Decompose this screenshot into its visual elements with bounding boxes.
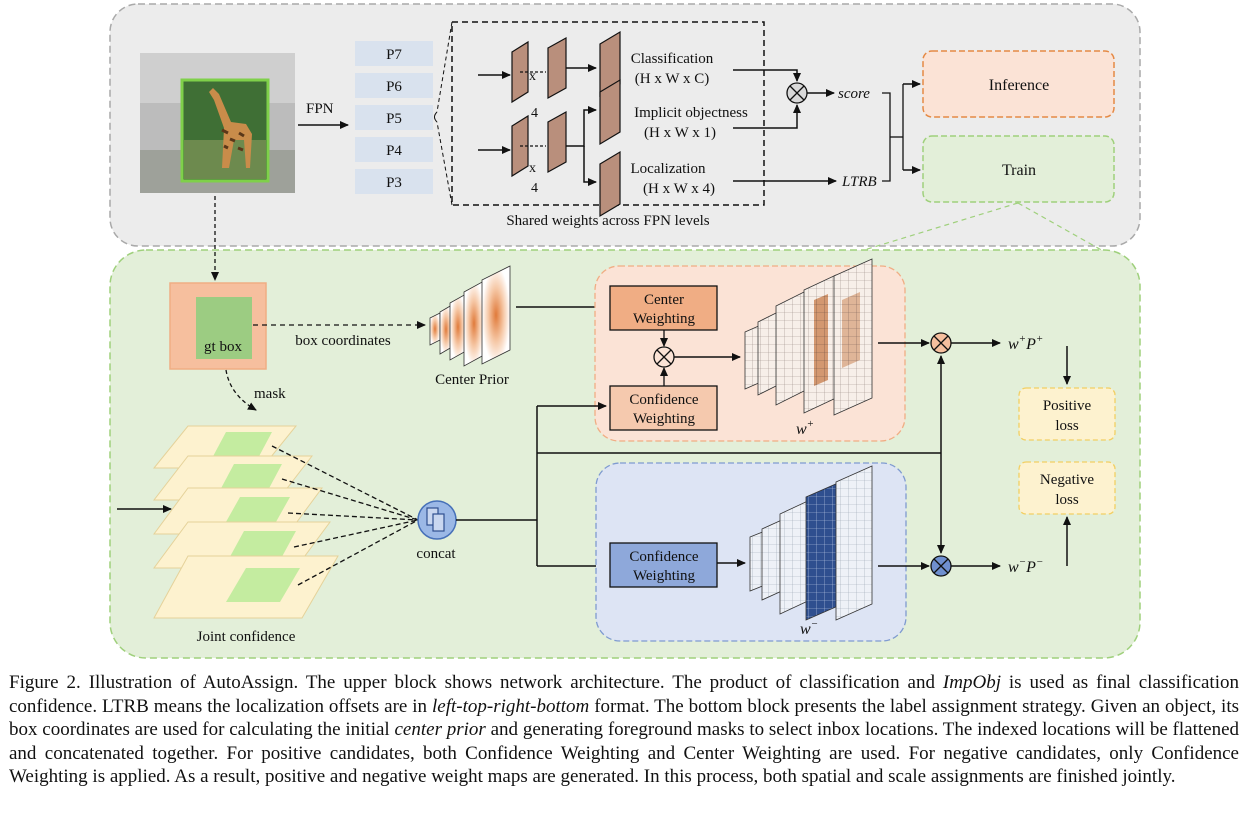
multiply-icon [930, 332, 952, 354]
fpn-level-label: P4 [386, 143, 402, 159]
gt-box-label: gt box [204, 339, 242, 355]
fpn-levels: P7 P6 P5 P4 P3 [355, 41, 433, 194]
w-minus-label: w− [800, 618, 818, 638]
joint-confidence-label: Joint confidence [197, 629, 296, 645]
joint-confidence-maps [152, 425, 339, 619]
input-image [140, 53, 295, 193]
fpn-level-label: P7 [386, 47, 402, 63]
center-prior-maps [429, 265, 511, 367]
fpn-level-label: P6 [386, 79, 402, 95]
negative-loss-box [1018, 461, 1116, 515]
fpn-level-label: P5 [386, 111, 402, 127]
inference-box [922, 50, 1115, 118]
fpn-level-label: P3 [386, 175, 402, 191]
fpn-level-box [355, 137, 433, 162]
figure-caption: Figure 2. Illustration of AutoAssign. Th… [9, 672, 1240, 788]
w-plus-label: w+ [796, 418, 814, 438]
multiply-icon [930, 555, 952, 577]
inference-label: Inference [989, 77, 1049, 94]
localization-dims: (H x W x 4) [643, 181, 715, 197]
negative-confidence-line1: Confidence [629, 549, 698, 565]
negative-confidence-line2: Weighting [633, 568, 696, 584]
box-coordinates-label: box coordinates [295, 333, 391, 349]
classification-branch: x 4 [478, 30, 621, 121]
negative-weight-maps [749, 465, 873, 621]
confidence-weighting-box [609, 385, 718, 431]
repeat-x-label: x [529, 161, 536, 176]
center-weighting-line1: Center [644, 292, 684, 308]
shared-weights-label: Shared weights across FPN levels [506, 213, 709, 229]
positive-loss-line1: Positive [1043, 398, 1092, 414]
train-box [922, 135, 1115, 203]
concat-icon [417, 500, 457, 540]
train-label: Train [1002, 162, 1036, 179]
repeat-count-label: 4 [531, 181, 538, 196]
center-weighting-line2: Weighting [633, 311, 696, 327]
multiply-icon [653, 346, 675, 368]
negative-confidence-weighting-box [609, 542, 718, 588]
fpn-level-box [355, 169, 433, 194]
score-label: score [838, 86, 870, 102]
positive-weight-maps [744, 258, 873, 416]
negative-loss-line1: Negative [1040, 472, 1094, 488]
multiply-icon [786, 82, 808, 104]
classification-label: Classification [631, 51, 714, 67]
confidence-weighting-line2: Weighting [633, 411, 696, 427]
w-minus-p-minus-label: w−P− [1008, 556, 1043, 576]
mask-label: mask [254, 386, 286, 402]
objectness-dims: (H x W x 1) [644, 125, 716, 141]
autoassign-figure: FPN P7 P6 P5 P4 P3 Shared weights across… [109, 3, 1141, 659]
repeat-count-label: 4 [531, 106, 538, 121]
positive-loss-box [1018, 387, 1116, 441]
fpn-level-box [355, 73, 433, 98]
w-plus-p-plus-label: w+P+ [1008, 333, 1043, 353]
fpn-level-box [355, 105, 433, 130]
regression-branch: x 4 [478, 78, 621, 218]
concat-label: concat [416, 546, 456, 562]
confidence-weighting-line1: Confidence [629, 392, 698, 408]
gt-box [169, 282, 267, 370]
fpn-level-box [355, 41, 433, 66]
objectness-label: Implicit objectness [634, 105, 748, 121]
positive-loss-line2: loss [1055, 418, 1079, 434]
classification-dims: (H x W x C) [635, 71, 709, 87]
negative-loss-line2: loss [1055, 492, 1079, 508]
localization-label: Localization [631, 161, 706, 177]
center-prior-label: Center Prior [435, 372, 509, 388]
repeat-x-label: x [529, 69, 536, 84]
ltrb-label: LTRB [841, 174, 877, 190]
fpn-label: FPN [306, 101, 334, 117]
